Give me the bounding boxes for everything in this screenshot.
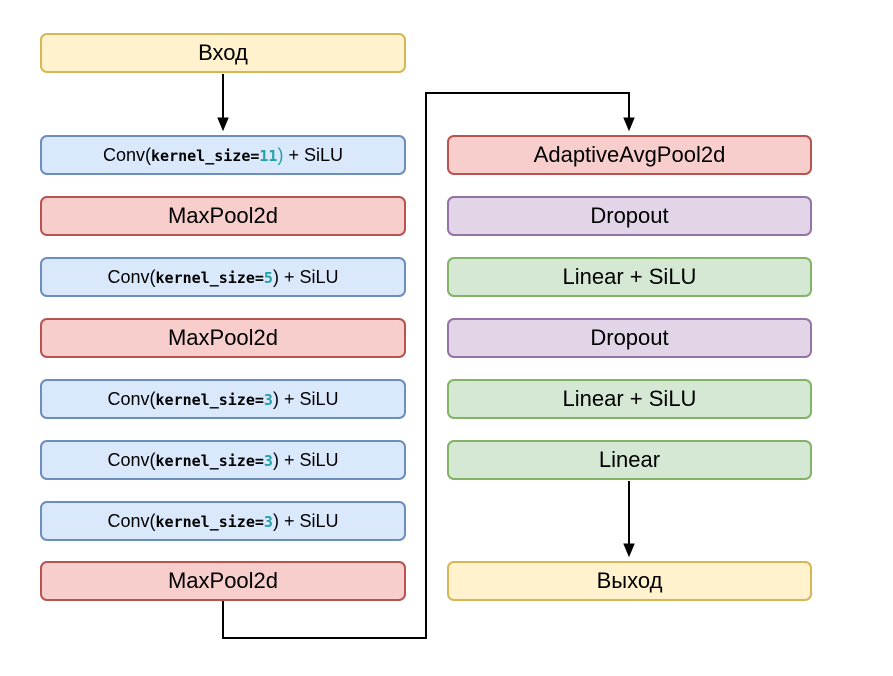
conv-close-paren: )	[272, 511, 279, 531]
node-output: Выход	[447, 561, 812, 601]
node-label: MaxPool2d	[167, 568, 279, 593]
conv-prefix: Conv(	[103, 145, 152, 165]
node-label: Linear + SiLU	[562, 386, 697, 411]
conv-close-paren: )	[277, 145, 284, 165]
node-label: Conv(kernel_size=11) + SiLU	[103, 146, 343, 164]
node-label: Conv(kernel_size=3) + SiLU	[108, 512, 339, 530]
node-conv-k3-2: Conv(kernel_size=3) + SiLU	[40, 440, 406, 480]
node-label: Вход	[198, 40, 248, 65]
conv-suffix: + SiLU	[278, 511, 339, 531]
node-label: Dropout	[590, 325, 669, 350]
conv-kernel-value: 11	[259, 147, 278, 165]
node-conv-k5: Conv(kernel_size=5) + SiLU	[40, 257, 406, 297]
conv-close-paren: )	[272, 450, 279, 470]
node-linear: Linear	[447, 440, 812, 480]
node-maxpool-3: MaxPool2d	[40, 561, 406, 601]
conv-code: kernel_size=	[155, 513, 264, 531]
node-label: Dropout	[590, 203, 669, 228]
node-conv-k3-3: Conv(kernel_size=3) + SiLU	[40, 501, 406, 541]
conv-prefix: Conv(	[107, 267, 156, 287]
conv-code: kernel_size=	[155, 452, 264, 470]
node-label: MaxPool2d	[167, 325, 279, 350]
conv-prefix: Conv(	[107, 511, 156, 531]
conv-kernel-value: 3	[263, 391, 273, 409]
node-label: Linear	[598, 447, 661, 472]
conv-kernel-value: 3	[263, 452, 273, 470]
conv-close-paren: )	[272, 389, 279, 409]
conv-kernel-value: 5	[263, 269, 273, 287]
conv-prefix: Conv(	[107, 389, 156, 409]
node-maxpool-2: MaxPool2d	[40, 318, 406, 358]
conv-suffix: + SiLU	[283, 145, 343, 165]
node-label: Conv(kernel_size=3) + SiLU	[108, 451, 339, 469]
node-label: Linear + SiLU	[562, 264, 697, 289]
node-label: MaxPool2d	[167, 203, 279, 228]
node-label: AdaptiveAvgPool2d	[533, 142, 726, 167]
node-label: Выход	[596, 568, 663, 593]
conv-suffix: + SiLU	[278, 450, 339, 470]
node-linear-silu-1: Linear + SiLU	[447, 257, 812, 297]
node-adaptiveavgpool2d: AdaptiveAvgPool2d	[447, 135, 812, 175]
conv-suffix: + SiLU	[278, 389, 339, 409]
node-conv-k3-1: Conv(kernel_size=3) + SiLU	[40, 379, 406, 419]
node-label: Conv(kernel_size=3) + SiLU	[108, 390, 339, 408]
conv-code: kernel_size=	[151, 147, 260, 165]
node-label: Conv(kernel_size=5) + SiLU	[108, 268, 339, 286]
conv-close-paren: )	[272, 267, 279, 287]
conv-prefix: Conv(	[107, 450, 156, 470]
conv-code: kernel_size=	[155, 391, 264, 409]
conv-kernel-value: 3	[263, 513, 273, 531]
node-conv-k11: Conv(kernel_size=11) + SiLU	[40, 135, 406, 175]
node-maxpool-1: MaxPool2d	[40, 196, 406, 236]
node-dropout-2: Dropout	[447, 318, 812, 358]
conv-code: kernel_size=	[155, 269, 264, 287]
node-dropout-1: Dropout	[447, 196, 812, 236]
conv-suffix: + SiLU	[278, 267, 339, 287]
node-linear-silu-2: Linear + SiLU	[447, 379, 812, 419]
node-input: Вход	[40, 33, 406, 73]
